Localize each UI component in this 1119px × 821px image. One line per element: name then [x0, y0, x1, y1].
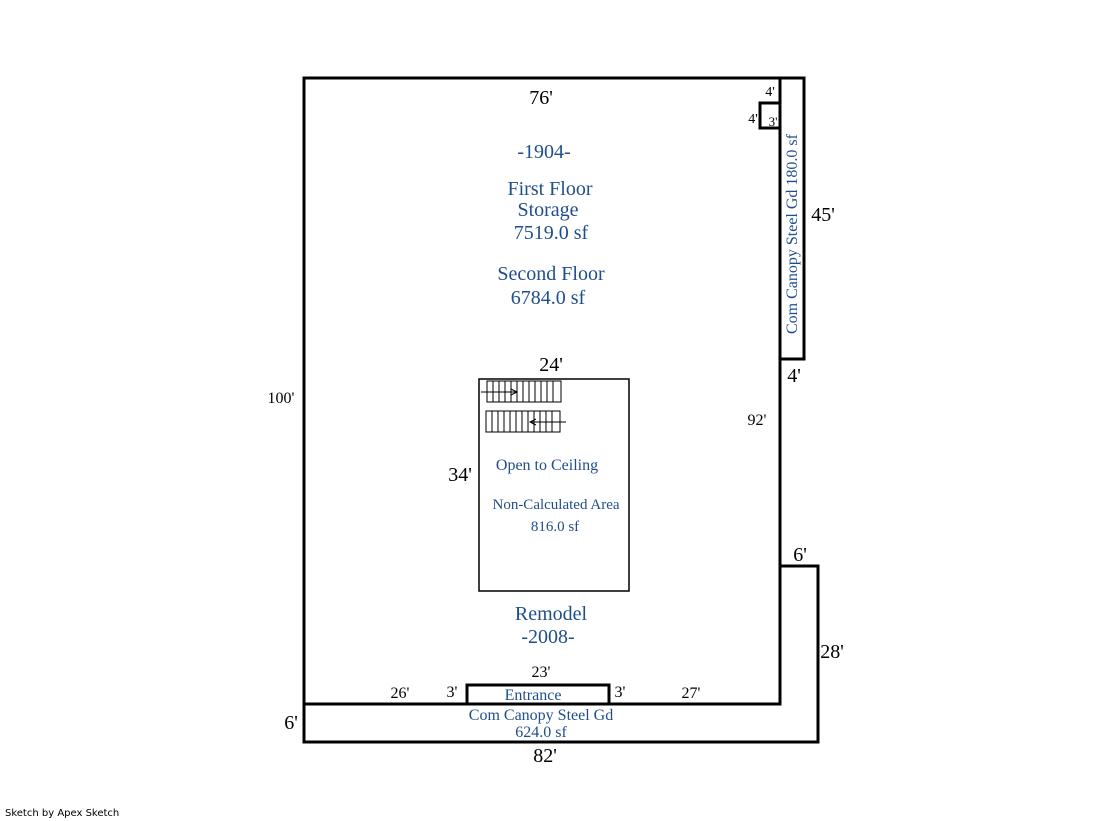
front-canopy-label: Com Canopy Steel Gd — [469, 707, 613, 724]
use-label: Storage — [517, 199, 578, 221]
second-floor-area-label: 6784.0 sf — [511, 287, 586, 309]
dim-notch-left: 4' — [748, 112, 758, 127]
dim-top: 76' — [529, 87, 553, 109]
remodel-year-label: -2008- — [521, 626, 574, 648]
dim-canopy-bottom: 4' — [787, 365, 801, 387]
open-area-size: 816.0 sf — [531, 519, 579, 535]
first-floor-area-label: 7519.0 sf — [514, 222, 589, 244]
open-area-title: Open to Ceiling — [496, 457, 598, 474]
dim-left: 100' — [268, 390, 295, 407]
stairs-icon — [481, 380, 566, 433]
main-building-outline — [302, 76, 782, 706]
remodel-label: Remodel — [515, 603, 588, 625]
side-canopy-outline — [778, 76, 806, 361]
dim-open-left: 34' — [448, 464, 472, 486]
dim-right-canopy: 28' — [820, 641, 844, 663]
open-area-type: Non-Calculated Area — [492, 497, 619, 513]
dim-entrance-right: 3' — [615, 684, 626, 701]
sketch-credit: Sketch by Apex Sketch — [5, 808, 120, 819]
open-area-outline — [478, 378, 630, 592]
dim-front-left: 26' — [391, 685, 410, 702]
dim-right-lower: 92' — [748, 412, 767, 429]
year-built-label: -1904- — [517, 141, 570, 163]
front-canopy-outline — [302, 564, 820, 744]
dim-right-upper: 45' — [811, 204, 835, 226]
dim-notch-top: 4' — [765, 85, 775, 100]
dim-front-right: 27' — [682, 685, 701, 702]
dim-bottom: 82' — [533, 745, 557, 767]
dim-entrance-width: 23' — [532, 664, 551, 681]
front-canopy-area: 624.0 sf — [515, 724, 567, 741]
side-canopy-label: Com Canopy Steel Gd 180.0 sf — [784, 133, 801, 334]
entrance-outline — [465, 683, 611, 706]
first-floor-label: First Floor — [507, 178, 592, 200]
second-floor-label: Second Floor — [497, 263, 605, 285]
dim-open-top: 24' — [539, 354, 563, 376]
corner-notch-outline — [758, 101, 782, 130]
dim-notch-inner: 3' — [769, 114, 778, 129]
dim-bottom-left: 6' — [284, 712, 298, 734]
dim-step-top: 6' — [793, 544, 807, 566]
dim-entrance-left: 3' — [447, 684, 458, 701]
entrance-label: Entrance — [505, 687, 562, 704]
